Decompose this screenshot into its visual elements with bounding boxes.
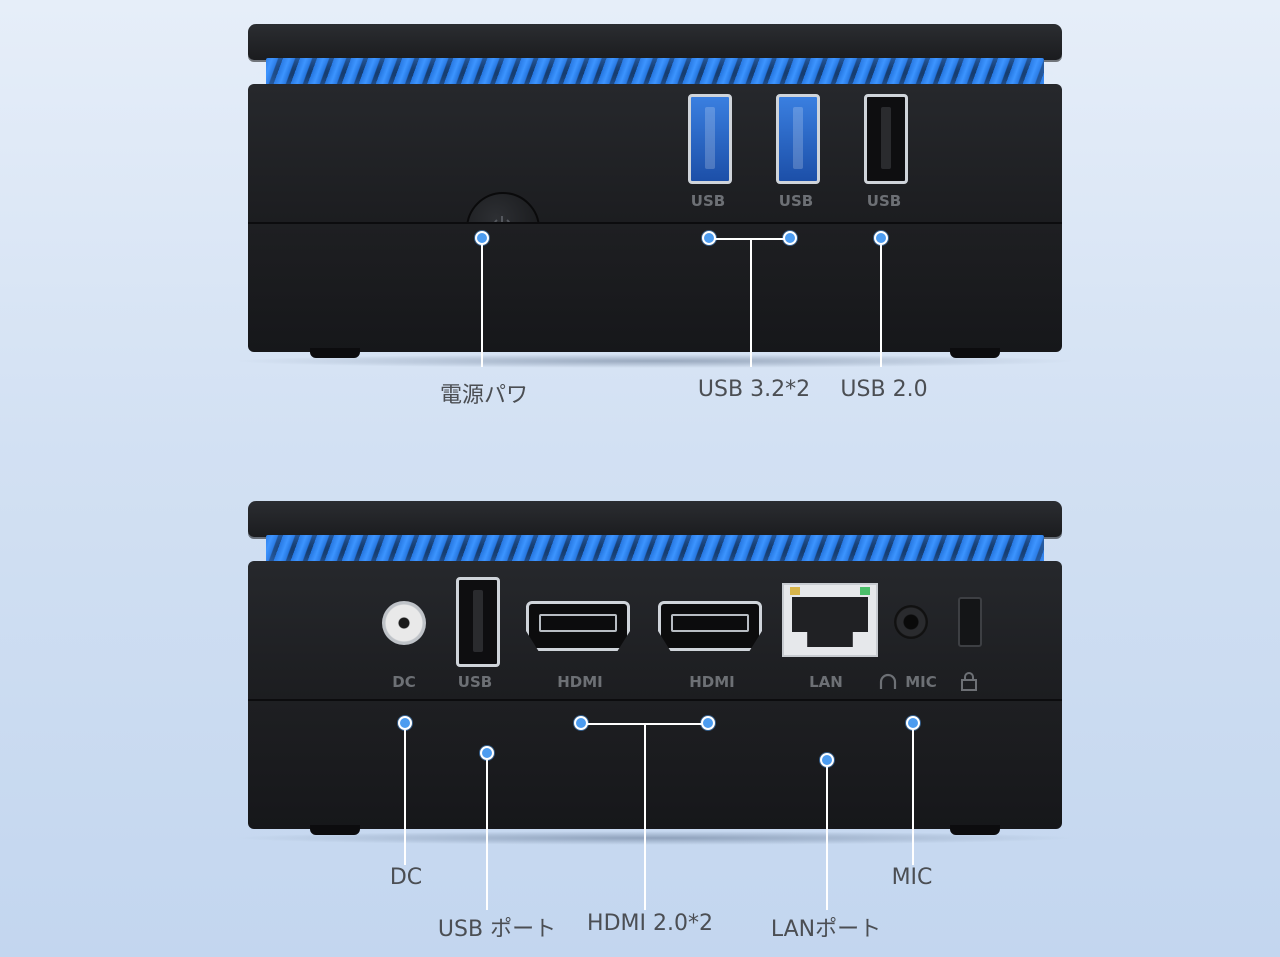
- callout-link-usb32: [714, 238, 784, 240]
- cooling-fins: [266, 535, 1044, 565]
- lan-port: [782, 583, 878, 657]
- headphone-icon: [879, 673, 897, 689]
- cooling-fins: [266, 58, 1044, 88]
- usb-port-label: USB: [457, 673, 493, 691]
- callout-dot-mic: [906, 716, 920, 730]
- device-shadow: [230, 354, 1080, 368]
- top-plate: [248, 24, 1062, 60]
- mic-jack: [894, 605, 928, 639]
- back-panel-device: DC USB HDMI HDMI LAN MIC: [230, 495, 1080, 845]
- usb-3-port-2: [776, 94, 820, 184]
- usb-2-port: [864, 94, 908, 184]
- device-body-lower: [248, 222, 1062, 352]
- callout-line-usb32: [750, 240, 752, 367]
- callout-usb: USB ポート: [437, 917, 557, 942]
- device-body-upper: USB USB USB: [248, 84, 1062, 266]
- callout-usb32: USB 3.2*2: [697, 377, 811, 402]
- dc-jack: [382, 601, 426, 645]
- callout-line-usb20: [880, 245, 882, 367]
- lan-led-green: [860, 587, 870, 595]
- kensington-lock-slot: [958, 597, 982, 647]
- callout-dc: DC: [389, 865, 423, 890]
- callout-line-dc: [404, 730, 406, 865]
- hdmi-port-1: [526, 601, 630, 651]
- callout-dot-power: [475, 231, 489, 245]
- callout-usb20: USB 2.0: [840, 377, 928, 402]
- callout-line-lan: [826, 767, 828, 910]
- lock-icon: [961, 672, 977, 691]
- callout-dot-usb: [480, 746, 494, 760]
- callout-dot-dc: [398, 716, 412, 730]
- device-foot: [950, 348, 1000, 358]
- callout-dot-usb20: [874, 231, 888, 245]
- callout-dot-hdmi-b: [701, 716, 715, 730]
- callout-line-power: [481, 245, 483, 367]
- callout-line-hdmi: [644, 725, 646, 910]
- callout-lan: LANポート: [770, 917, 882, 942]
- dc-port-label: DC: [392, 673, 416, 691]
- usb-port-label: USB: [690, 192, 726, 210]
- callout-mic: MIC: [891, 865, 933, 890]
- callout-dot-usb32-b: [783, 231, 797, 245]
- hdmi-port-label: HDMI: [557, 673, 603, 691]
- lan-port-label: LAN: [809, 673, 843, 691]
- device-foot: [310, 825, 360, 835]
- callout-dot-lan: [820, 753, 834, 767]
- hdmi-port-label: HDMI: [689, 673, 735, 691]
- device-shadow: [230, 831, 1080, 845]
- usb-port-label: USB: [778, 192, 814, 210]
- callout-line-usb: [486, 760, 488, 910]
- top-plate: [248, 501, 1062, 537]
- lan-led-amber: [790, 587, 800, 595]
- usb-port: [456, 577, 500, 667]
- callout-line-mic: [912, 730, 914, 865]
- front-panel-device: USB USB USB: [230, 18, 1080, 368]
- device-body-lower: [248, 699, 1062, 829]
- device-body-upper: DC USB HDMI HDMI LAN MIC: [248, 561, 1062, 699]
- device-foot: [950, 825, 1000, 835]
- usb-port-label: USB: [866, 192, 902, 210]
- callout-link-hdmi: [586, 723, 703, 725]
- mic-port-label: MIC: [905, 673, 937, 691]
- usb-3-port-1: [688, 94, 732, 184]
- device-foot: [310, 348, 360, 358]
- callout-power: 電源パワ: [439, 383, 529, 408]
- hdmi-port-2: [658, 601, 762, 651]
- callout-hdmi: HDMI 2.0*2: [587, 911, 713, 936]
